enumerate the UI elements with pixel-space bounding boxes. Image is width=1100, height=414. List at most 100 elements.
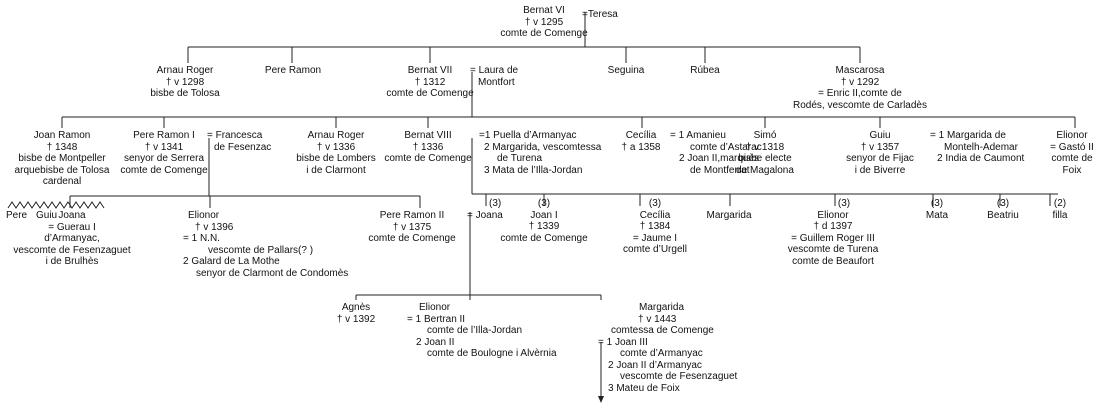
person-name: Cecília [625,130,657,141]
marriage-mark: (2) [1053,198,1067,209]
person-pere-ramon-i: Pere Ramon I † v 1341 senyor de Serrera … [120,130,207,176]
person-detail: comte d’Armanyac [620,348,703,359]
person-detail: Rodés, vescomte de Carladès [793,99,927,111]
person-detail: † 1348 [46,141,78,153]
spouse-line: de Fesenzac [214,141,272,153]
spouse-line: 2 India de Caumont [937,153,1025,164]
marriage-mark: (3) [996,198,1010,209]
person-filla: (2) filla [1052,198,1067,221]
spouse-line: =1 Puella d’Armanyac [479,130,577,141]
person-detail: bisbe electe [738,153,792,164]
person-detail: = Gastó II [1050,141,1094,153]
person-detail: i de Biverre [854,164,906,176]
person-elionor-illa: Elionor = 1 Bertran II comte de l’Illa-J… [407,302,557,360]
person-detail: comte d’Urgell [623,244,687,255]
person-detail: = 1 Bertran II [407,313,466,325]
person-bernat-vii: Bernat VII † 1312 comte de Comenge [386,65,473,100]
person-detail: vescomte de Turena [787,244,879,255]
person-detail: † v 1336 [316,141,356,153]
person-name: Elionor [419,302,451,313]
person-name: Simó [753,130,777,141]
person-detail: comte de Comenge [500,232,588,244]
person-pere: Pere [6,210,28,221]
spouse-line: 2 Joan II,marquès [679,153,760,164]
person-name: Seguina [607,65,645,76]
marriage-mark: (3) [648,198,662,209]
person-margarida-comenge: Margarida † v 1443 comtessa de Comenge =… [596,302,737,394]
spouse-line: = Francesca [207,130,263,141]
person-name: Elionor [1056,130,1088,141]
person-detail: arquebisbe de Tolosa [14,164,110,176]
person-bernat-vi: Bernat VI † v 1295 comte de Comenge [500,5,587,40]
person-name: Margarida [706,210,752,221]
person-name: Rúbea [690,65,720,76]
person-detail: † 1312 [414,76,446,88]
person-cecilia: Cecília † a 1358 [622,130,661,153]
person-detail: bisbe de Lombers [296,153,376,164]
person-detail: bisbe de Tolosa [150,88,220,99]
spouse-line: de Turena [497,153,543,164]
person-arnau-roger: Arnau Roger † v 1298 bisbe de Tolosa [150,65,219,100]
person-detail: † 1339 [528,221,560,232]
person-name: Guiu [869,130,891,141]
spouse-joana: = Joana [467,210,503,221]
person-name: Mata [925,209,949,221]
person-joan-i: (3) Joan I † 1339 comte de Comenge [500,198,587,244]
person-detail: comte de Comenge [368,233,456,244]
person-simo: Simó † v 1318 bisbe electe de Magalona [736,130,794,176]
spouse-line: comte d’Astarac [690,141,762,153]
person-detail: † v 1375 [392,221,432,233]
person-mascarosa: Mascarosa † v 1292 = Enric II,comte de R… [793,65,927,111]
person-mata: (3) Mata [926,198,948,221]
person-detail: 3 Mateu de Foix [608,382,680,394]
person-name: Bernat VI [523,5,565,16]
spouses-guiu: = 1 Margarida de Montelh-Ademar 2 India … [930,130,1024,165]
person-detail: de Magalona [736,164,794,176]
person-detail: = Enric II,comte de [818,88,902,99]
spouse-line: Montfort [478,76,515,88]
person-detail: † v 1298 [165,76,205,88]
person-elionor-foix: Elionor = Gastó II comte de Foix [1050,130,1094,176]
marriage-mark: (3) [537,198,551,209]
person-detail: comte de Comenge [384,153,472,164]
person-name: Joan I [530,209,558,221]
person-detail: comte de Boulogne i Alvèrnia [427,348,557,359]
person-name: Bernat VII [407,65,453,76]
spouse-line: = Laura de [470,65,519,76]
person-guiu-2: Guiu [36,210,58,221]
person-detail: † 1336 [412,141,444,153]
person-detail: † d 1397 [813,221,853,232]
person-name: filla [1052,209,1068,221]
person-detail: i de Clarmont [306,164,366,176]
person-name: Cecília [639,209,671,221]
person-guiu: Guiu † v 1357 senyor de Fijac i de Biver… [846,130,914,176]
person-detail: † 1384 [639,221,671,232]
person-name: Joan Ramon [33,130,91,141]
person-cecilia-2: (3) Cecília † 1384 = Jaume I comte d’Urg… [623,198,687,256]
person-detail: cardenal [42,176,82,187]
person-name: Arnau Roger [156,65,214,76]
person-detail: † v 1357 [860,141,900,153]
person-name: Elionor [817,209,849,221]
spouse-teresa: =Teresa [582,9,618,20]
person-detail: comte de Comenge [500,28,588,39]
person-name: Bernat VIII [404,130,452,141]
person-detail: senyor de Serrera [123,153,205,164]
person-detail: = Guillem Roger III [791,232,875,244]
person-agnes: Agnès † v 1392 [337,302,375,325]
spouse-line: Montelh-Ademar [944,141,1018,153]
person-name: Beatriu [987,209,1019,221]
person-detail: † v 1341 [144,141,184,153]
person-detail: vescomte de Fesenzaguet [13,244,131,256]
person-joana: Joana = Guerau I d’Armanyac, vescomte de… [13,210,130,268]
person-name: Joana [58,210,86,221]
person-name: Mascarosa [835,65,885,76]
spouse-line: de Montferrat [690,164,750,176]
person-detail: = 1 Joan III [598,336,648,348]
person-detail: d’Armanyac, [44,233,100,244]
person-detail: comte de [1051,153,1093,164]
person-name: Pere Ramon [264,65,322,76]
marriage-mark: (3) [489,198,502,209]
